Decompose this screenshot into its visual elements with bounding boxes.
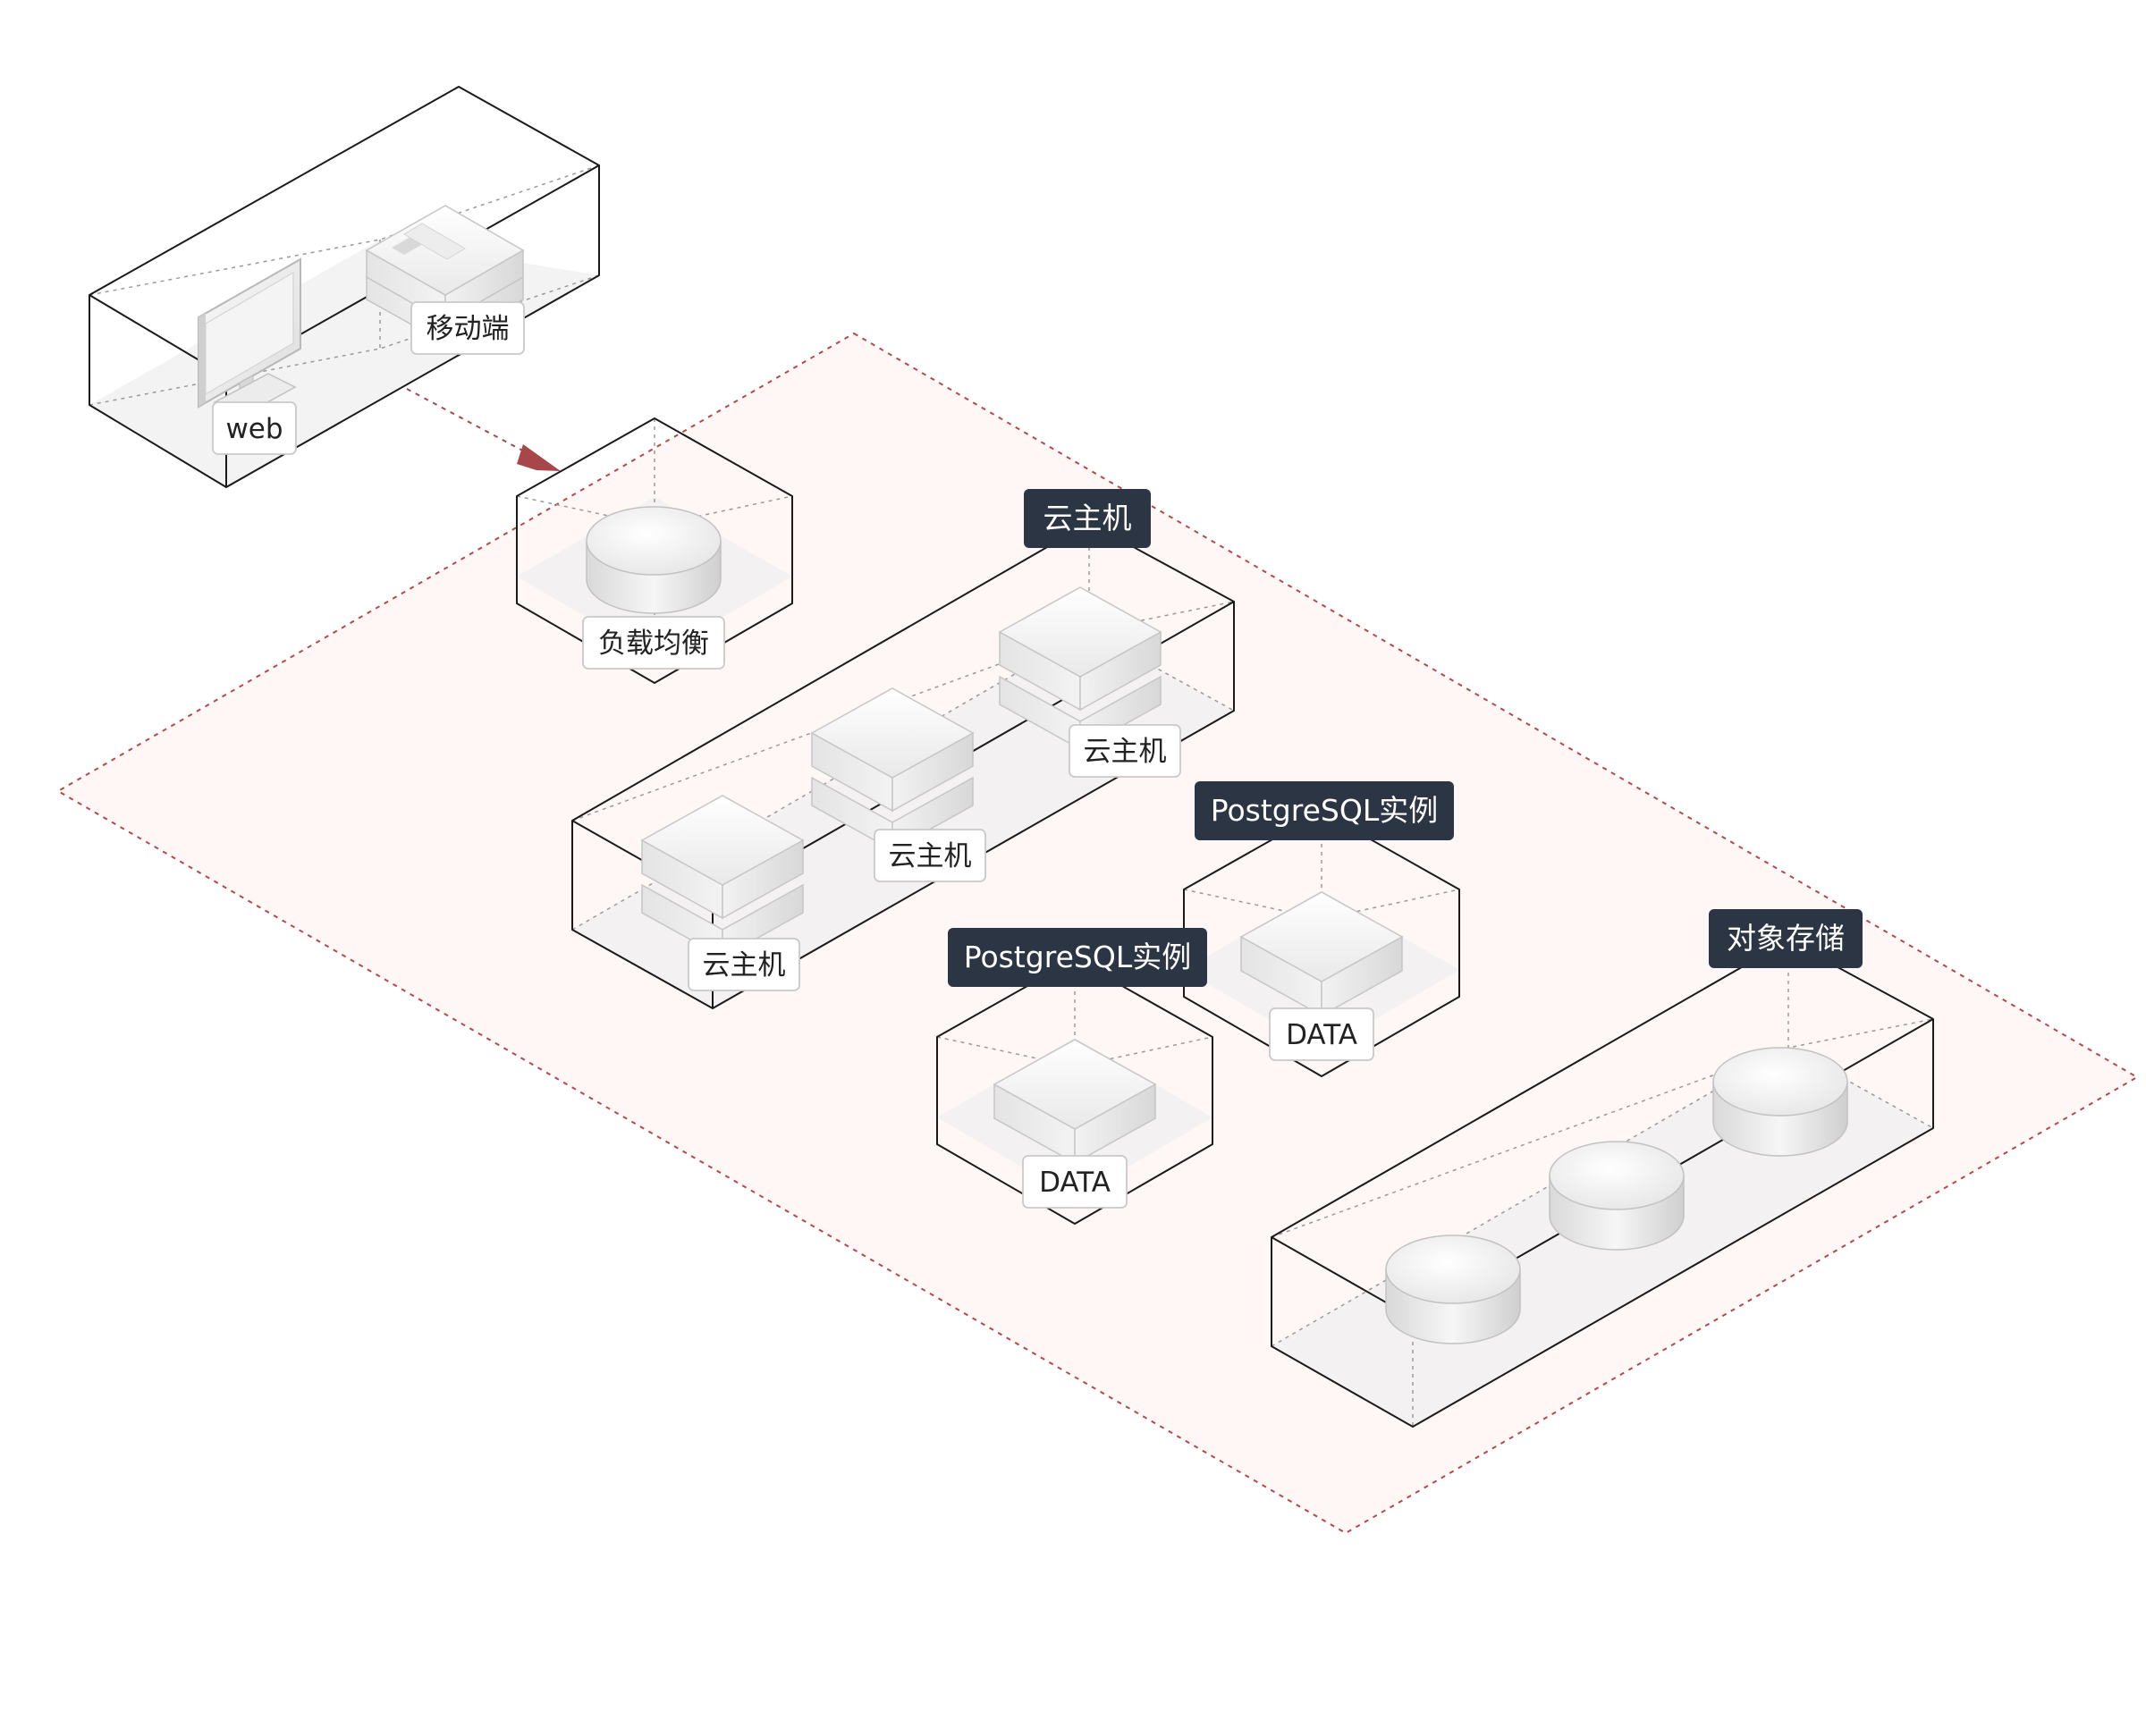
label-mobile: 移动端 [410, 301, 525, 355]
postgresql-title-upper: PostgreSQL实例 [1195, 781, 1454, 840]
database-block-icon [1239, 891, 1404, 1017]
web-label: web [225, 413, 283, 445]
label-cloud-host-3: 云主机 [1069, 724, 1181, 778]
load-balancer-label: 负载均衡 [598, 628, 709, 660]
cloud-host-label: 云主机 [889, 840, 972, 872]
cloud-host-label: 云主机 [703, 949, 786, 982]
server-stack-icon [998, 586, 1162, 751]
object-storage-title-text: 对象存储 [1727, 921, 1845, 956]
storage-cylinder-icon [1385, 1235, 1521, 1344]
storage-cylinder-icon [1712, 1047, 1848, 1157]
cloud-host-label: 云主机 [1084, 736, 1167, 768]
data-label: DATA [1039, 1167, 1111, 1199]
cloud-host-group-title: 云主机 [1024, 489, 1151, 548]
database-block-icon [993, 1039, 1157, 1165]
postgresql-title-lower: PostgreSQL实例 [948, 928, 1207, 987]
label-cloud-host-2: 云主机 [874, 829, 986, 882]
label-data-upper: DATA [1269, 1007, 1374, 1061]
label-web: web [212, 401, 297, 455]
flow-arrow [406, 388, 561, 471]
label-data-lower: DATA [1022, 1155, 1128, 1209]
postgresql-title: PostgreSQL实例 [964, 940, 1191, 974]
postgresql-title: PostgreSQL实例 [1211, 793, 1438, 828]
storage-cylinder-icon [1549, 1141, 1685, 1251]
label-cloud-host-1: 云主机 [688, 938, 800, 991]
object-storage-title: 对象存储 [1709, 909, 1863, 968]
cloud-host-title: 云主机 [1043, 501, 1132, 535]
data-label: DATA [1286, 1019, 1357, 1051]
monitor-icon [198, 257, 301, 417]
label-load-balancer: 负载均衡 [582, 616, 725, 670]
load-balancer-cylinder-icon [586, 506, 722, 614]
mobile-label: 移动端 [427, 313, 510, 345]
